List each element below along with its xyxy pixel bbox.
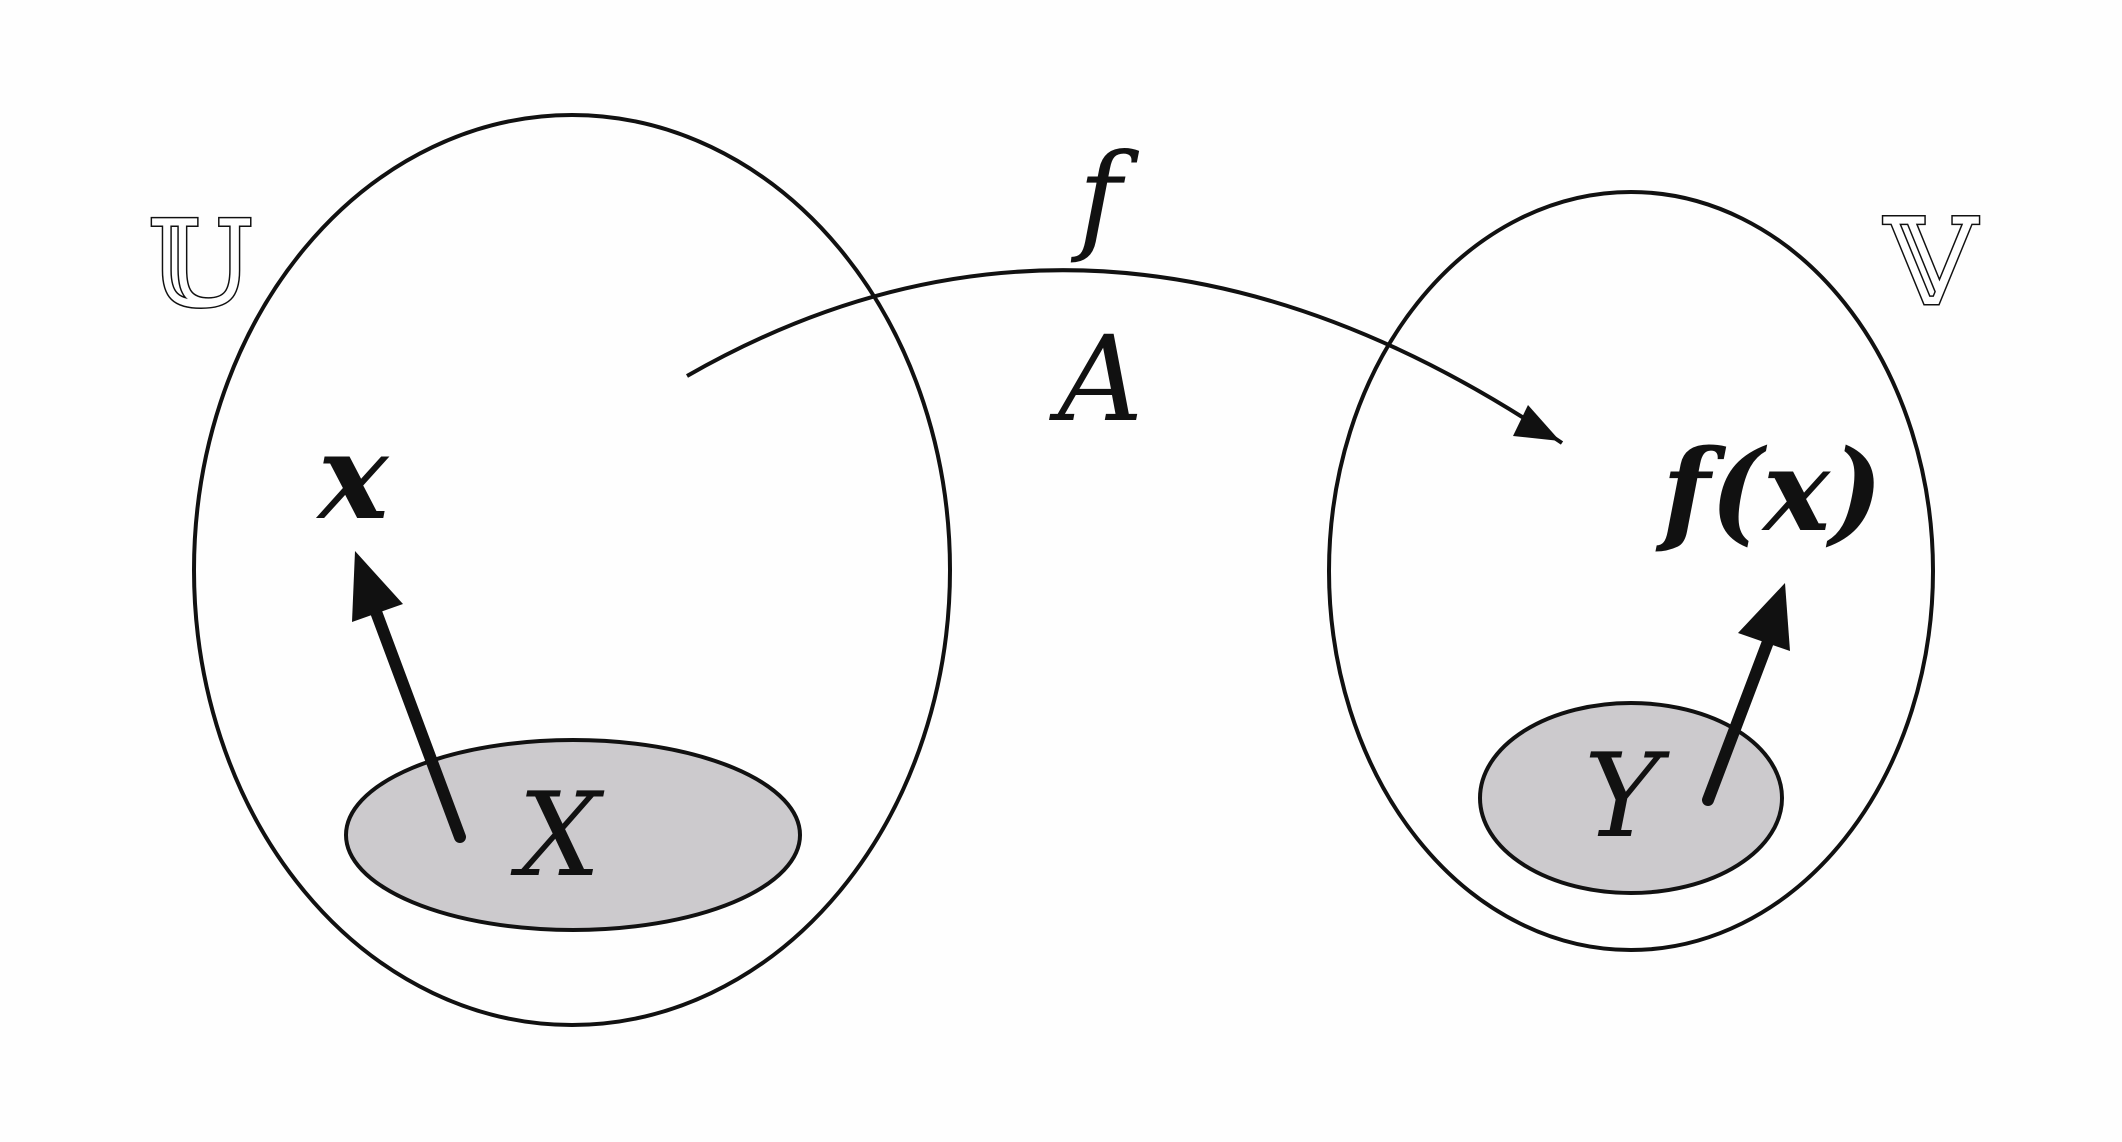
codomain-set-label: 𝕍: [1883, 194, 1979, 333]
codomain-set-ellipse: [1327, 190, 1935, 952]
mapping-arrowhead: [1513, 405, 1560, 441]
arrow-x-shaft: [360, 579, 466, 843]
domain-set-label: 𝕌: [148, 196, 253, 335]
subset-x-label: X: [510, 768, 605, 903]
subset-y-label: Y: [1584, 729, 1670, 864]
arrow-x-head: [352, 551, 403, 622]
function-label: f: [1070, 128, 1140, 266]
arrow-fx-head: [1738, 583, 1790, 651]
subset-y-ellipse: [1478, 701, 1784, 895]
point-x-label: x: [315, 407, 390, 546]
mapping-curve-arrow: [686, 268, 1564, 445]
domain-set-ellipse: [192, 113, 952, 1027]
subset-x-ellipse: [344, 738, 802, 932]
point-fx-label: f(x): [1655, 426, 1883, 557]
operator-label: A: [1049, 310, 1143, 448]
